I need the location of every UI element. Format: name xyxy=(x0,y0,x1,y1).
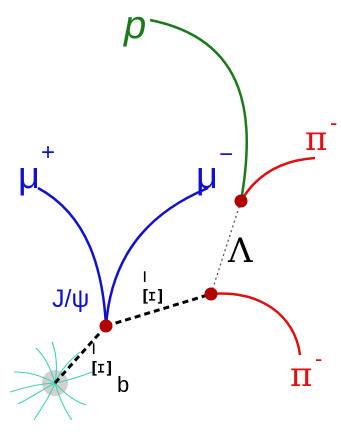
lambda-decay-vertex xyxy=(234,194,248,208)
dashed-tracks xyxy=(53,292,212,385)
lambda-flight-line xyxy=(210,200,242,295)
mu-plus-label: μ + xyxy=(18,139,55,197)
decay-vertices xyxy=(99,194,248,333)
svg-text:μ: μ xyxy=(18,155,40,197)
svg-text:-: - xyxy=(330,110,337,135)
primary-vertex-region xyxy=(9,341,93,421)
pi-bottom-label: π - xyxy=(290,346,322,395)
primary-tracks xyxy=(9,341,93,421)
svg-text:−: − xyxy=(81,342,106,355)
mu-plus-track xyxy=(37,186,108,327)
svg-text:Ξ: Ξ xyxy=(88,359,117,377)
svg-text:μ: μ xyxy=(196,155,218,197)
svg-text:+: + xyxy=(41,139,55,166)
pi-top-label: π - xyxy=(305,110,337,159)
svg-text:−: − xyxy=(132,270,157,283)
svg-text:−: − xyxy=(219,141,233,168)
pi-top-track xyxy=(239,156,316,202)
svg-text:b: b xyxy=(117,372,129,397)
muon-tracks xyxy=(37,186,209,327)
xi-minus-label: Ξ − xyxy=(132,270,168,305)
pion-tracks xyxy=(210,156,316,356)
mu-minus-track xyxy=(104,186,209,327)
proton-label: p xyxy=(123,3,146,47)
xi-decay-vertex xyxy=(204,287,218,301)
jpsi-label: J/ψ xyxy=(52,285,89,313)
svg-text:Ξ: Ξ xyxy=(139,287,168,305)
xi-b-label: Ξ − b xyxy=(81,342,129,397)
pi-bottom-track xyxy=(210,292,302,356)
xi-b-decay-vertex xyxy=(99,319,113,333)
xi-minus-flight-line xyxy=(105,292,212,328)
svg-text:-: - xyxy=(315,346,322,371)
mu-minus-label: μ − xyxy=(196,141,233,197)
lambda-label: Λ xyxy=(227,231,253,271)
proton-track xyxy=(149,18,248,202)
svg-text:π: π xyxy=(290,355,312,395)
xi-b-flight-line xyxy=(53,324,108,385)
svg-text:π: π xyxy=(305,119,327,159)
